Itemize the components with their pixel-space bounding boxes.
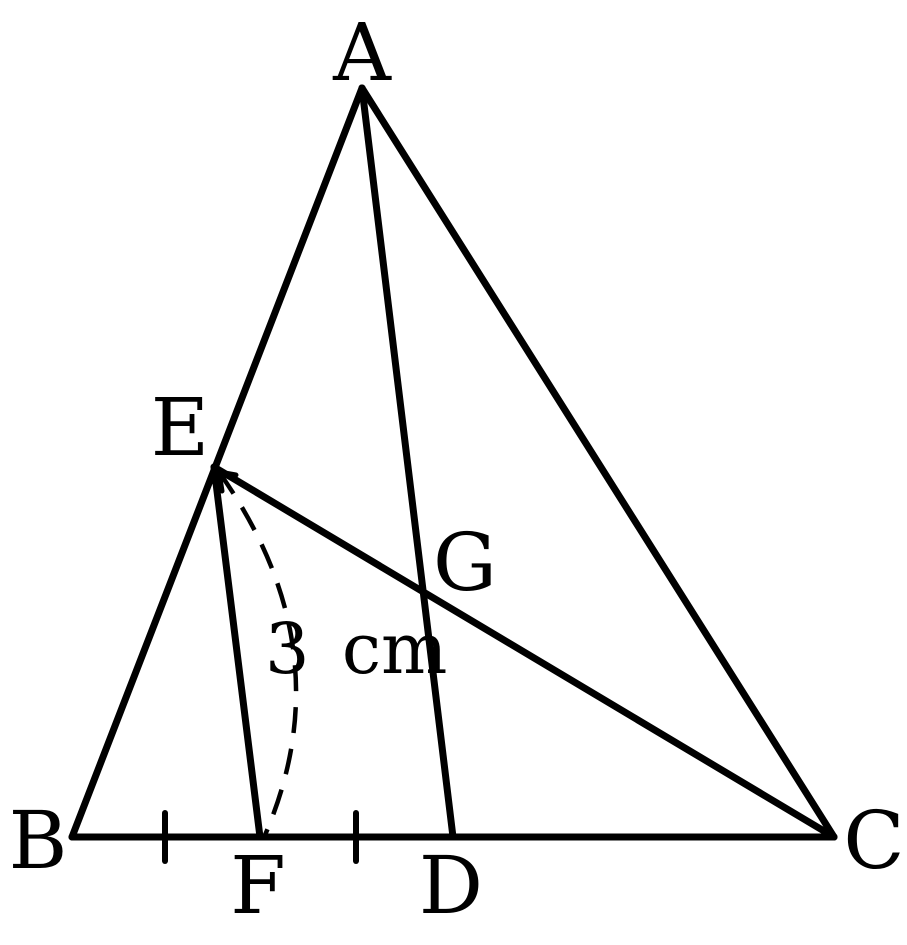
measure-value: 3 bbox=[265, 608, 310, 690]
segment-ec bbox=[210, 463, 838, 841]
label-d: D bbox=[419, 839, 483, 932]
side-ab bbox=[68, 84, 366, 841]
measure-label: 3 cm bbox=[265, 608, 447, 690]
segment-ad bbox=[358, 84, 457, 841]
segment-ef bbox=[210, 463, 264, 841]
label-c: C bbox=[843, 794, 904, 887]
label-b: B bbox=[9, 794, 68, 887]
measure-arc bbox=[217, 470, 299, 836]
side-ac bbox=[358, 84, 838, 841]
label-f: F bbox=[230, 839, 286, 932]
measure-unit: cm bbox=[342, 608, 448, 690]
label-e: E bbox=[151, 381, 209, 474]
label-g: G bbox=[433, 516, 497, 609]
measure-arrowhead bbox=[215, 468, 239, 494]
label-a: A bbox=[332, 6, 392, 99]
